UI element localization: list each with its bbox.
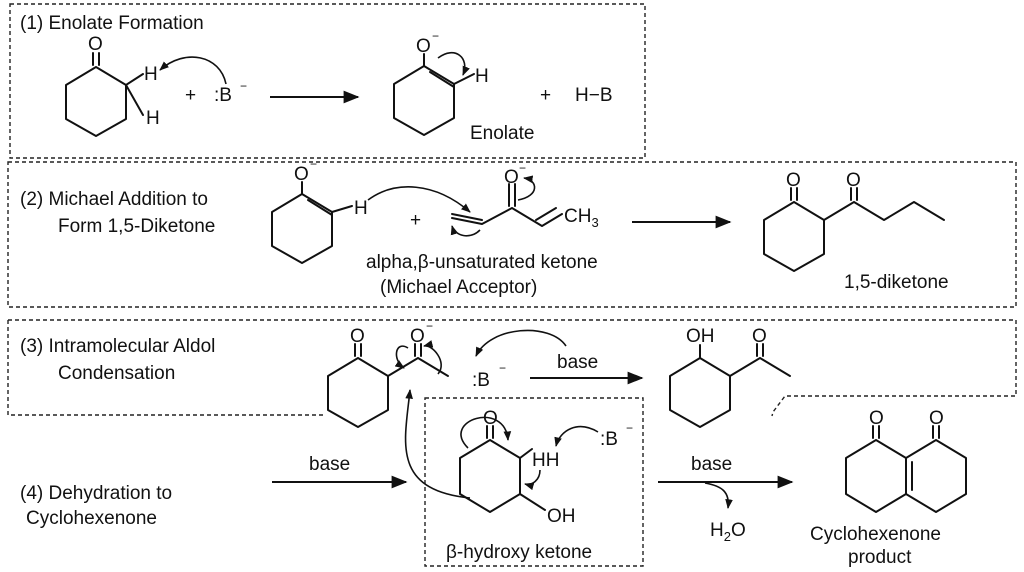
cyclohexenone-product-structure: O O <box>845 408 967 513</box>
charge-minus: − <box>499 361 506 375</box>
carbonyl-oxygen: O <box>846 170 861 191</box>
hydroxyl-group: OH <box>686 326 715 347</box>
charge-minus: − <box>310 157 317 171</box>
curly-arrow <box>460 416 512 449</box>
vinyl-hydrogen: H <box>475 66 489 87</box>
base-anion: :B <box>600 429 618 450</box>
methyl-group: CH3 <box>564 206 599 230</box>
product-sublabel: product <box>848 547 912 568</box>
charge-minus: − <box>432 29 439 43</box>
diketone-enolate-structure: O O − <box>327 319 449 428</box>
step4-subtitle: Cyclohexenone <box>26 508 157 529</box>
plus-sign: + <box>410 210 421 231</box>
michael-acceptor-label: alpha,β-unsaturated ketone <box>366 252 598 273</box>
curly-arrow <box>423 340 442 375</box>
step1-box <box>9 3 646 159</box>
curly-arrow <box>404 389 471 499</box>
aldol-product-structure: OH O <box>669 326 791 428</box>
diketone-label: 1,5-diketone <box>844 272 949 293</box>
step2-box <box>7 161 1017 308</box>
step4-title: (4) Dehydration to <box>20 483 172 504</box>
enolate-oxygen: O <box>410 326 425 347</box>
carbonyl-oxygen: O <box>752 326 767 347</box>
plus-sign: + <box>540 85 551 106</box>
curly-arrow <box>475 329 567 357</box>
base-anion: :B <box>214 85 232 106</box>
step2-title: (2) Michael Addition to <box>20 189 208 210</box>
conjugate-acid: H−B <box>575 85 613 106</box>
step1-title: (1) Enolate Formation <box>20 13 204 34</box>
alpha-hydrogen: H <box>144 64 158 85</box>
carbonyl-oxygen: O <box>786 170 801 191</box>
reagent-label: base <box>557 352 598 373</box>
step3-subtitle: Condensation <box>58 363 175 384</box>
curly-arrow <box>367 186 471 213</box>
michael-acceptor-structure: O − CH3 <box>451 161 599 230</box>
plus-sign: + <box>185 85 196 106</box>
alpha-hydrogen: H <box>146 108 160 129</box>
enolate-structure: O − H <box>271 157 368 264</box>
curly-arrow <box>159 56 227 85</box>
curly-arrow <box>554 426 599 447</box>
hydroxyl-group: OH <box>547 506 576 527</box>
enolate-oxygen: O <box>294 164 309 185</box>
charge-minus: − <box>426 319 433 333</box>
carbonyl-oxygen: O <box>929 408 944 429</box>
beta-hydroxy-label: β-hydroxy ketone <box>446 542 592 563</box>
step3-title: (3) Intramolecular Aldol <box>20 336 215 357</box>
cyclohexanone-structure: O H H <box>65 34 160 137</box>
carbonyl-oxygen: O <box>869 408 884 429</box>
diketone-structure: O O <box>763 170 945 272</box>
step3-box <box>7 319 1017 417</box>
step2-subtitle: Form 1,5-Diketone <box>58 216 215 237</box>
water-byproduct: H2O <box>710 520 746 544</box>
enolate-oxygen: O <box>416 36 431 57</box>
curly-arrow <box>450 225 481 237</box>
reagent-label: base <box>691 454 732 475</box>
reagent-label: base <box>309 454 350 475</box>
charge-minus: − <box>240 79 247 93</box>
curly-arrow <box>517 175 536 201</box>
product-label: Cyclohexenone <box>810 524 941 545</box>
charge-minus: − <box>626 421 633 435</box>
step4-box <box>424 397 644 567</box>
enolate-label: Enolate <box>470 123 534 144</box>
curly-arrow <box>437 51 470 76</box>
alpha-hydrogens: HH <box>532 450 559 471</box>
base-anion: :B <box>472 370 490 391</box>
beta-hydroxy-ketone-structure: O HH OH <box>459 408 576 527</box>
acceptor-oxygen: O <box>504 167 519 188</box>
curly-arrow <box>704 482 733 509</box>
carbonyl-oxygen: O <box>350 326 365 347</box>
curly-arrow <box>394 345 409 369</box>
michael-acceptor-sublabel: (Michael Acceptor) <box>380 277 537 298</box>
carbonyl-oxygen: O <box>88 34 103 55</box>
enolate-structure: O − H <box>393 29 489 136</box>
curly-arrow <box>524 469 541 491</box>
vinyl-hydrogen: H <box>354 198 368 219</box>
charge-minus: − <box>519 161 526 175</box>
